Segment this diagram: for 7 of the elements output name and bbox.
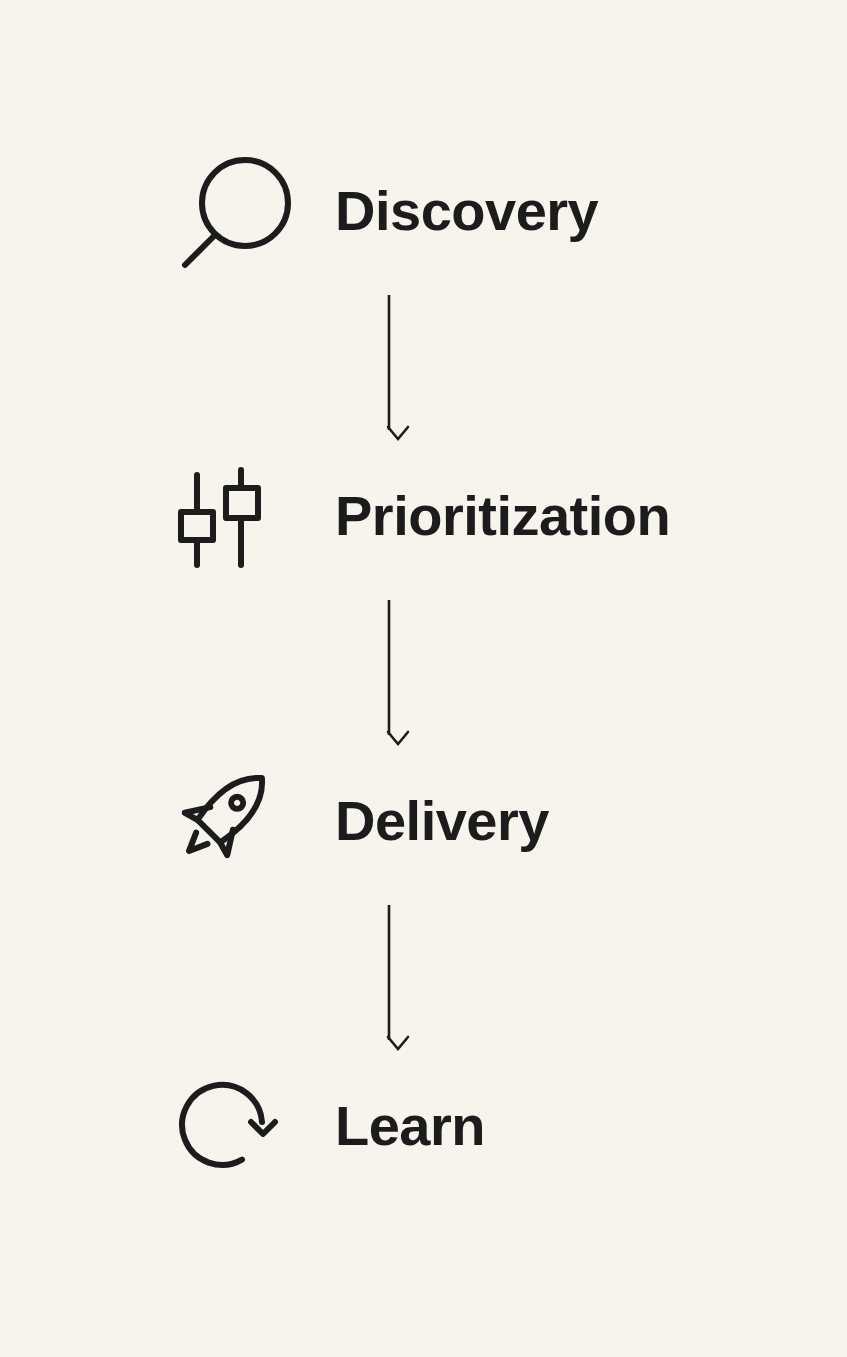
arrow: [386, 905, 410, 1051]
arrow: [386, 295, 410, 441]
step-label: Delivery: [335, 787, 549, 853]
step-label: Prioritization: [335, 482, 671, 548]
step-label: Discovery: [335, 177, 599, 243]
step-label: Learn: [335, 1092, 485, 1158]
arrow: [386, 600, 410, 746]
